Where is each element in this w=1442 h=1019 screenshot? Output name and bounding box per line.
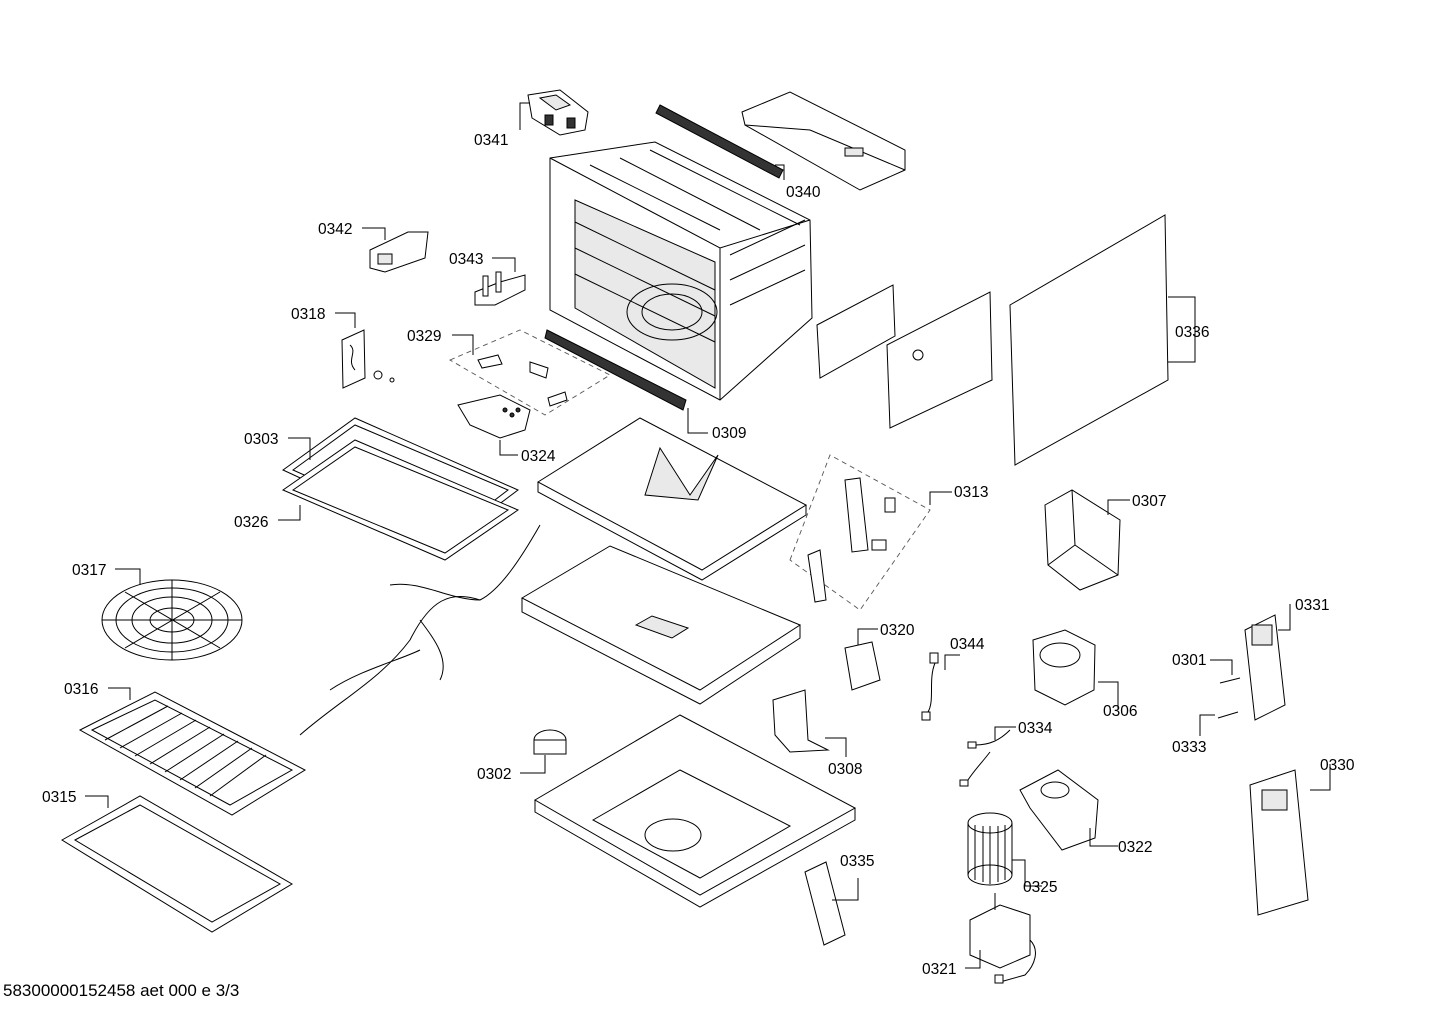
- label-0331: 0331: [1295, 597, 1329, 614]
- label-0344: 0344: [950, 636, 985, 653]
- part-top-bracket: [741, 91, 906, 191]
- part-top-panel: [537, 417, 808, 581]
- label-0326: 0326: [234, 514, 268, 531]
- part-0326-plate: [281, 439, 520, 561]
- part-side-panel-small: [816, 284, 896, 379]
- part-0325-blower-wheel: [967, 812, 1013, 886]
- label-0317: 0317: [72, 562, 106, 579]
- label-0313: 0313: [954, 484, 988, 501]
- label-0334: 0334: [1018, 720, 1053, 737]
- part-0320-board: [844, 641, 881, 691]
- label-0309: 0309: [712, 425, 746, 442]
- part-0344-sensor: [921, 652, 939, 721]
- label-0324: 0324: [521, 448, 556, 465]
- part-0330-board: [1249, 769, 1309, 916]
- part-0317-fan-guard: [101, 579, 243, 661]
- part-base-tray: [520, 545, 802, 705]
- part-0343: [474, 271, 526, 306]
- part-0324-fan-cover: [457, 394, 531, 439]
- label-0316: 0316: [64, 681, 98, 698]
- document-footer: 58300000152458 aet 000 e 3/3: [3, 981, 240, 1000]
- leader-lines: [85, 102, 1331, 969]
- label-0335: 0335: [840, 853, 874, 870]
- part-oven-cavity: [549, 141, 813, 401]
- part-0336-panel: [1009, 214, 1169, 466]
- label-0341: 0341: [474, 132, 508, 149]
- part-0329-clips: [448, 329, 611, 416]
- label-0318: 0318: [291, 306, 325, 323]
- part-0315-tray: [61, 795, 293, 933]
- label-0329: 0329: [407, 328, 441, 345]
- part-0316-rack: [78, 691, 307, 816]
- label-0302: 0302: [477, 766, 511, 783]
- label-0303: 0303: [244, 431, 278, 448]
- part-0308-bracket: [772, 689, 830, 753]
- part-0321-motor: [969, 893, 1036, 984]
- part-0318: [341, 329, 395, 389]
- part-0340-rail: [655, 104, 784, 179]
- part-0334-sensor: [959, 729, 1011, 787]
- label-0333: 0333: [1172, 739, 1206, 756]
- part-bottom-plate: [534, 714, 857, 908]
- part-0331-board: [1244, 614, 1286, 721]
- part-0313-switch-group: [789, 454, 931, 611]
- label-0307: 0307: [1132, 493, 1166, 510]
- part-0301-pin: [1219, 677, 1241, 684]
- label-0330: 0330: [1320, 757, 1355, 774]
- label-0322: 0322: [1118, 839, 1152, 856]
- part-0333-pin: [1217, 711, 1239, 719]
- part-0322-bracket: [1019, 769, 1099, 851]
- label-0315: 0315: [42, 789, 76, 806]
- label-0308: 0308: [828, 761, 862, 778]
- label-0301: 0301: [1172, 652, 1206, 669]
- part-0342: [369, 231, 429, 273]
- label-0336: 0336: [1175, 324, 1209, 341]
- part-0335-strip: [804, 861, 846, 946]
- part-wiring-harness: [299, 524, 541, 736]
- part-labels: 0341 0340 0342 0343 0318 0329 0336 0309 …: [42, 132, 1355, 978]
- part-0341-latch: [527, 89, 589, 136]
- part-side-panel-mid: [886, 291, 993, 429]
- part-0307-cover: [1044, 489, 1121, 591]
- label-0321: 0321: [922, 961, 956, 978]
- label-0342: 0342: [318, 221, 352, 238]
- label-0306: 0306: [1103, 703, 1137, 720]
- label-0325: 0325: [1023, 879, 1057, 896]
- label-0343: 0343: [449, 251, 483, 268]
- label-0320: 0320: [880, 622, 915, 639]
- part-0302-motor: [533, 729, 567, 755]
- label-0340: 0340: [786, 184, 821, 201]
- part-0309-rail: [544, 329, 687, 411]
- part-0306-blower-housing: [1032, 629, 1096, 706]
